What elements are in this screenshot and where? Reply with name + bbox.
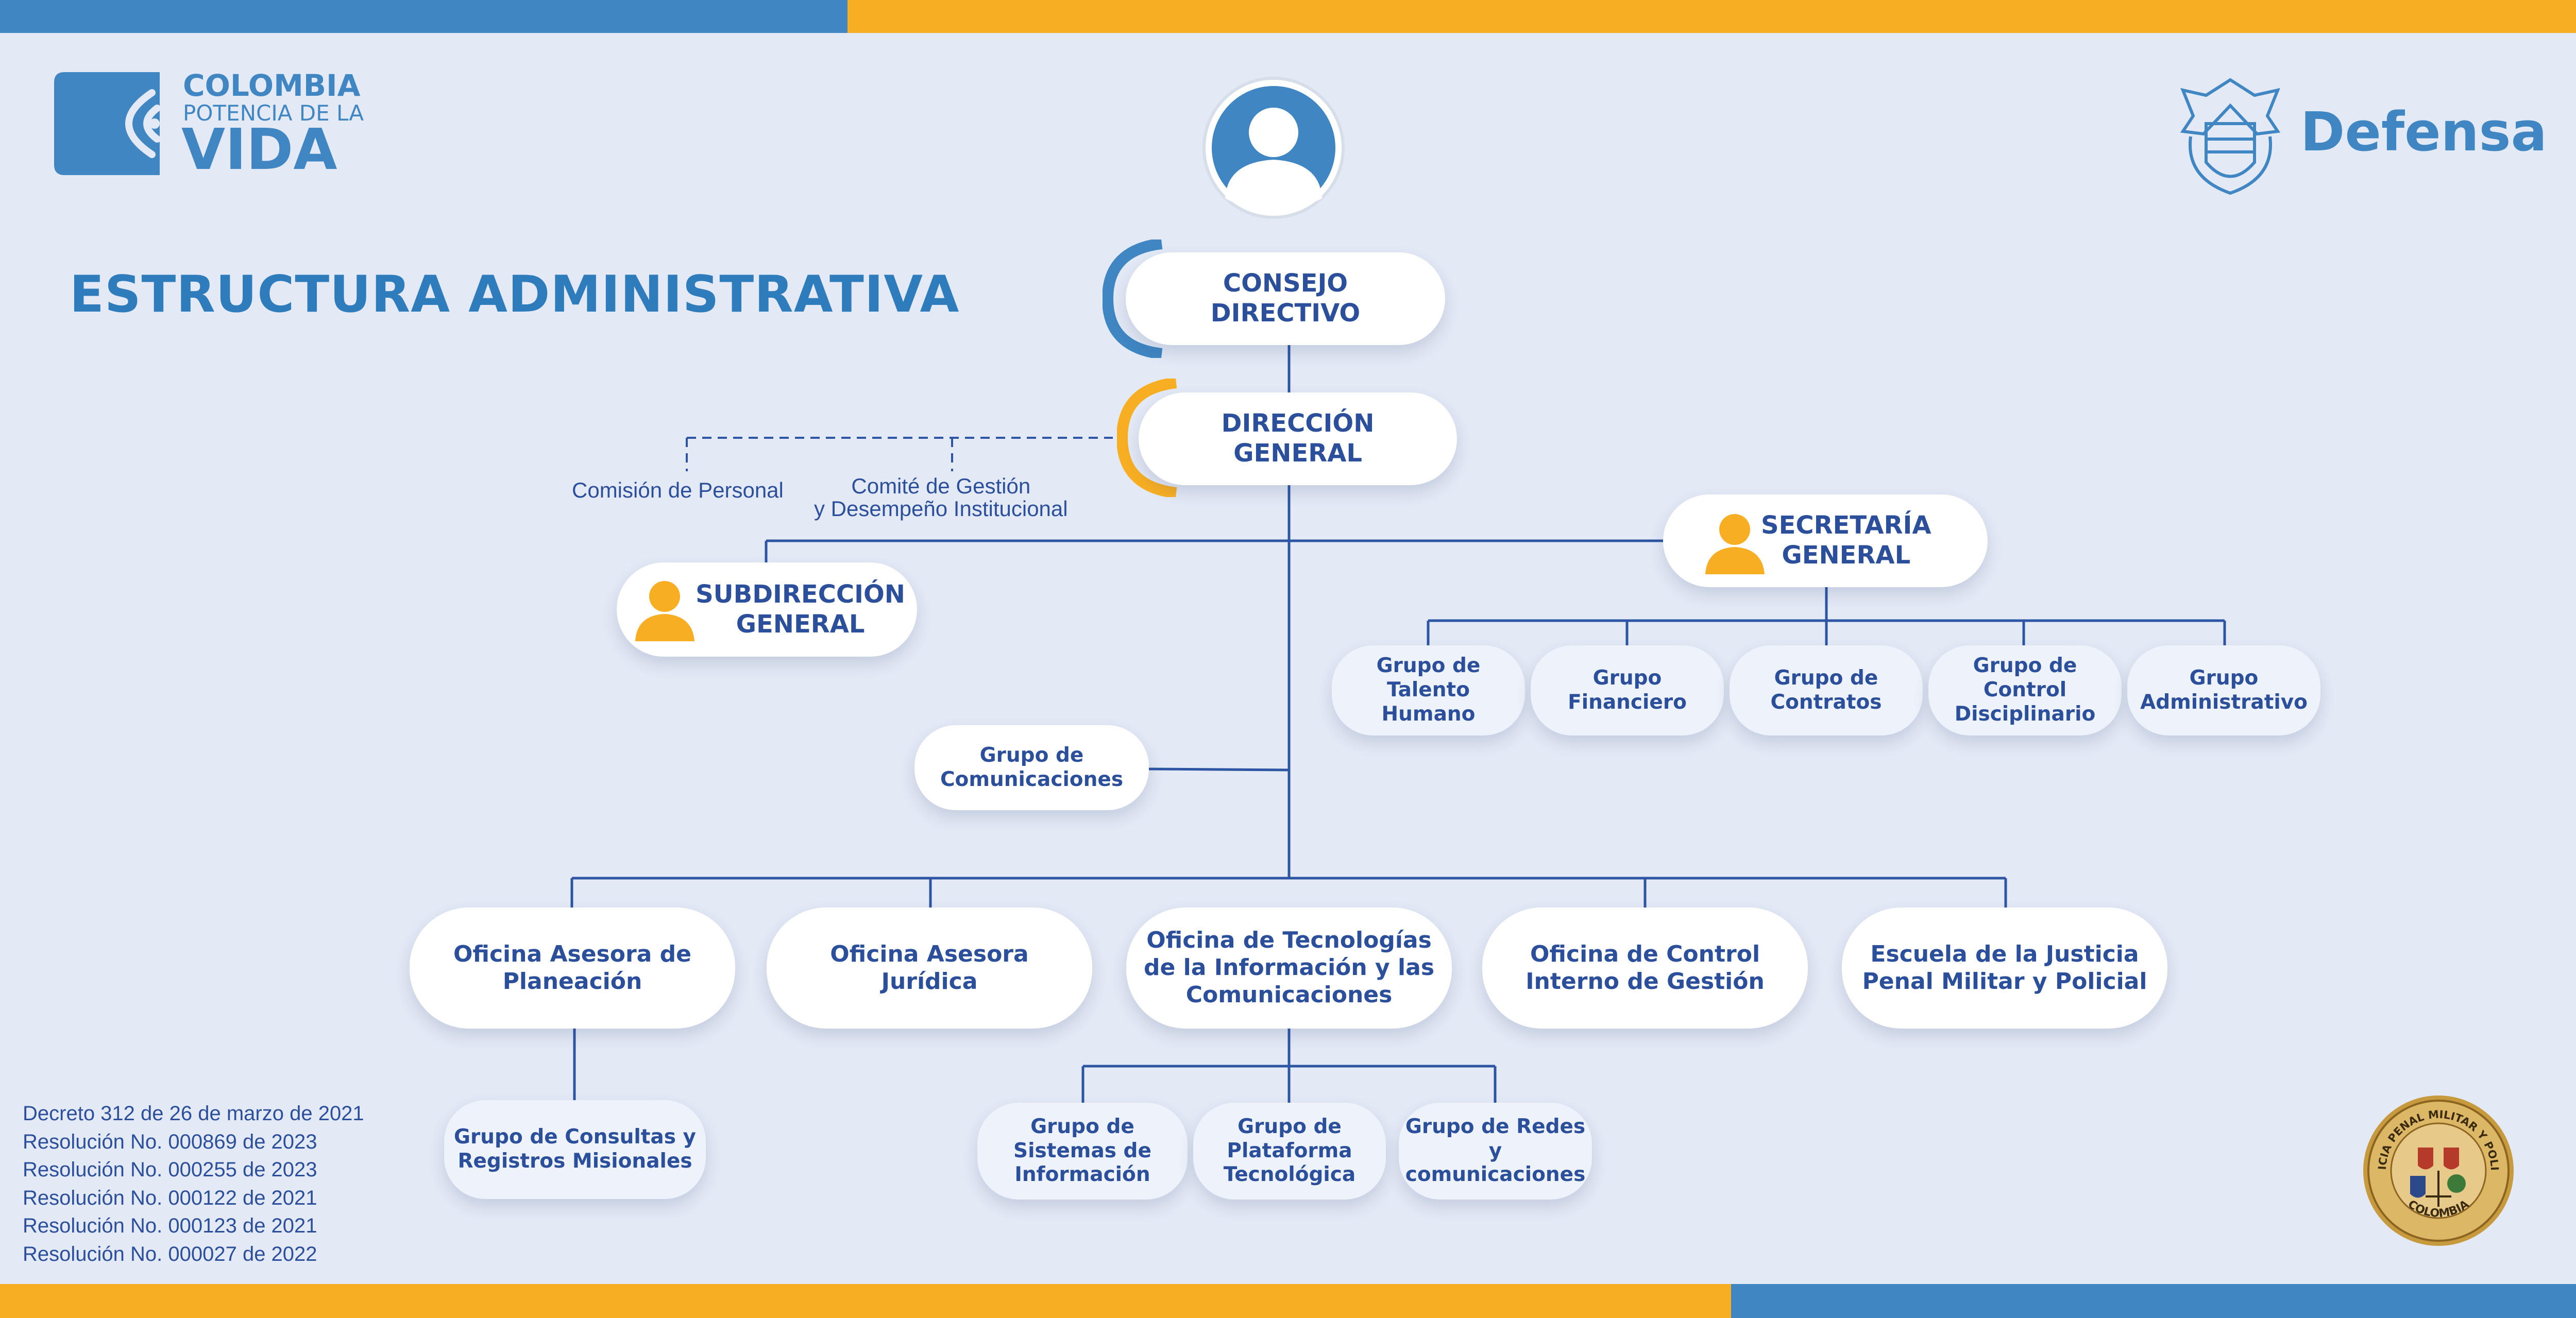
group-comunicaciones[interactable]: Grupo de Comunicaciones	[914, 725, 1149, 810]
legal-references: Decreto 312 de 26 de marzo de 2021 Resol…	[23, 1100, 364, 1268]
person-avatar-icon	[1202, 77, 1345, 219]
group-control-disciplinario-label: Grupo de Control Disciplinario	[1954, 654, 2096, 726]
secretaria-general-label: SECRETARÍA GENERAL	[1761, 511, 1931, 570]
office-control-interno-label: Oficina de Control Interno de Gestión	[1526, 940, 1765, 995]
direccion-accent-arc	[1117, 379, 1177, 497]
group-administrativo-label: Grupo Administrativo	[2140, 666, 2308, 714]
office-planeacion-label: Oficina Asesora de Planeación	[453, 940, 692, 995]
office-juridica-label: Oficina Asesora Jurídica	[830, 940, 1029, 995]
comite-gestion-label: Comité de Gestión y Desempeño Institucio…	[814, 474, 1068, 521]
group-sistemas-informacion-label: Grupo de Sistemas de Información	[1013, 1115, 1151, 1187]
legal-line: Resolución No. 000027 de 2022	[23, 1242, 317, 1265]
bottom-bar-yellow	[0, 1284, 1731, 1318]
legal-line: Resolución No. 000869 de 2023	[23, 1130, 317, 1153]
subdireccion-general-label: SUBDIRECCIÓN GENERAL	[696, 579, 905, 639]
direccion-general-label: DIRECCIÓN GENERAL	[1221, 409, 1375, 468]
legal-line: Resolución No. 000122 de 2021	[23, 1186, 317, 1209]
office-escuela[interactable]: Escuela de la Justicia Penal Militar y P…	[1842, 908, 2167, 1029]
group-control-disciplinario[interactable]: Grupo de Control Disciplinario	[1928, 645, 2122, 735]
legal-line: Resolución No. 000255 de 2023	[23, 1158, 317, 1181]
group-redes-comunicaciones[interactable]: Grupo de Redes y comunicaciones	[1399, 1103, 1592, 1200]
coat-of-arms-icon	[2180, 78, 2281, 195]
top-bar-yellow	[848, 0, 2576, 33]
office-planeacion[interactable]: Oficina Asesora de Planeación	[410, 908, 735, 1029]
group-plataforma-tecnologica[interactable]: Grupo de Plataforma Tecnológica	[1193, 1103, 1386, 1200]
comision-personal-label: Comisión de Personal	[572, 478, 784, 502]
person-icon	[1705, 514, 1765, 574]
group-contratos-label: Grupo de Contratos	[1770, 666, 1882, 714]
office-juridica[interactable]: Oficina Asesora Jurídica	[767, 908, 1092, 1029]
group-financiero[interactable]: Grupo Financiero	[1531, 645, 1724, 735]
consejo-directivo-label: CONSEJO DIRECTIVO	[1210, 269, 1361, 328]
office-escuela-label: Escuela de la Justicia Penal Militar y P…	[1862, 940, 2147, 995]
person-icon	[635, 581, 694, 641]
office-control-interno[interactable]: Oficina de Control Interno de Gestión	[1482, 908, 1808, 1029]
group-talento-humano-label: Grupo de Talento Humano	[1376, 654, 1481, 726]
brand-line-3: VIDA	[181, 116, 337, 182]
page-title: ESTRUCTURA ADMINISTRATIVA	[70, 265, 960, 324]
top-bar-blue	[0, 0, 848, 33]
bottom-bar-blue	[1731, 1284, 2576, 1318]
brand-line-1: COLOMBIA	[183, 68, 361, 103]
group-plataforma-tecnologica-label: Grupo de Plataforma Tecnológica	[1223, 1115, 1356, 1187]
direccion-general-box[interactable]: DIRECCIÓN GENERAL	[1139, 392, 1457, 485]
group-redes-comunicaciones-label: Grupo de Redes y comunicaciones	[1405, 1115, 1586, 1187]
consejo-accent-arc	[1103, 239, 1163, 358]
office-tic-label: Oficina de Tecnologías de la Información…	[1143, 927, 1435, 1008]
consejo-directivo-box[interactable]: CONSEJO DIRECTIVO	[1126, 252, 1445, 345]
brand-wave-icon	[54, 72, 161, 175]
ministry-name: Defensa	[2300, 100, 2547, 163]
office-tic[interactable]: Oficina de Tecnologías de la Información…	[1126, 908, 1452, 1029]
group-sistemas-informacion[interactable]: Grupo de Sistemas de Información	[977, 1103, 1188, 1200]
group-administrativo[interactable]: Grupo Administrativo	[2127, 645, 2320, 735]
legal-line: Resolución No. 000123 de 2021	[23, 1214, 317, 1237]
group-comunicaciones-label: Grupo de Comunicaciones	[940, 743, 1124, 791]
jpm-seal-icon: JUSTICIA PENAL MILITAR Y POLICIAL COLOMB…	[2361, 1093, 2514, 1246]
legal-line: Decreto 312 de 26 de marzo de 2021	[23, 1102, 364, 1125]
group-talento-humano[interactable]: Grupo de Talento Humano	[1332, 645, 1525, 735]
group-contratos[interactable]: Grupo de Contratos	[1730, 645, 1923, 735]
group-financiero-label: Grupo Financiero	[1568, 666, 1687, 714]
group-consultas-registros-label: Grupo de Consultas y Registros Misionale…	[454, 1125, 696, 1173]
group-consultas-registros[interactable]: Grupo de Consultas y Registros Misionale…	[444, 1100, 706, 1199]
brand-line-2: POTENCIA DE LA	[183, 100, 364, 126]
